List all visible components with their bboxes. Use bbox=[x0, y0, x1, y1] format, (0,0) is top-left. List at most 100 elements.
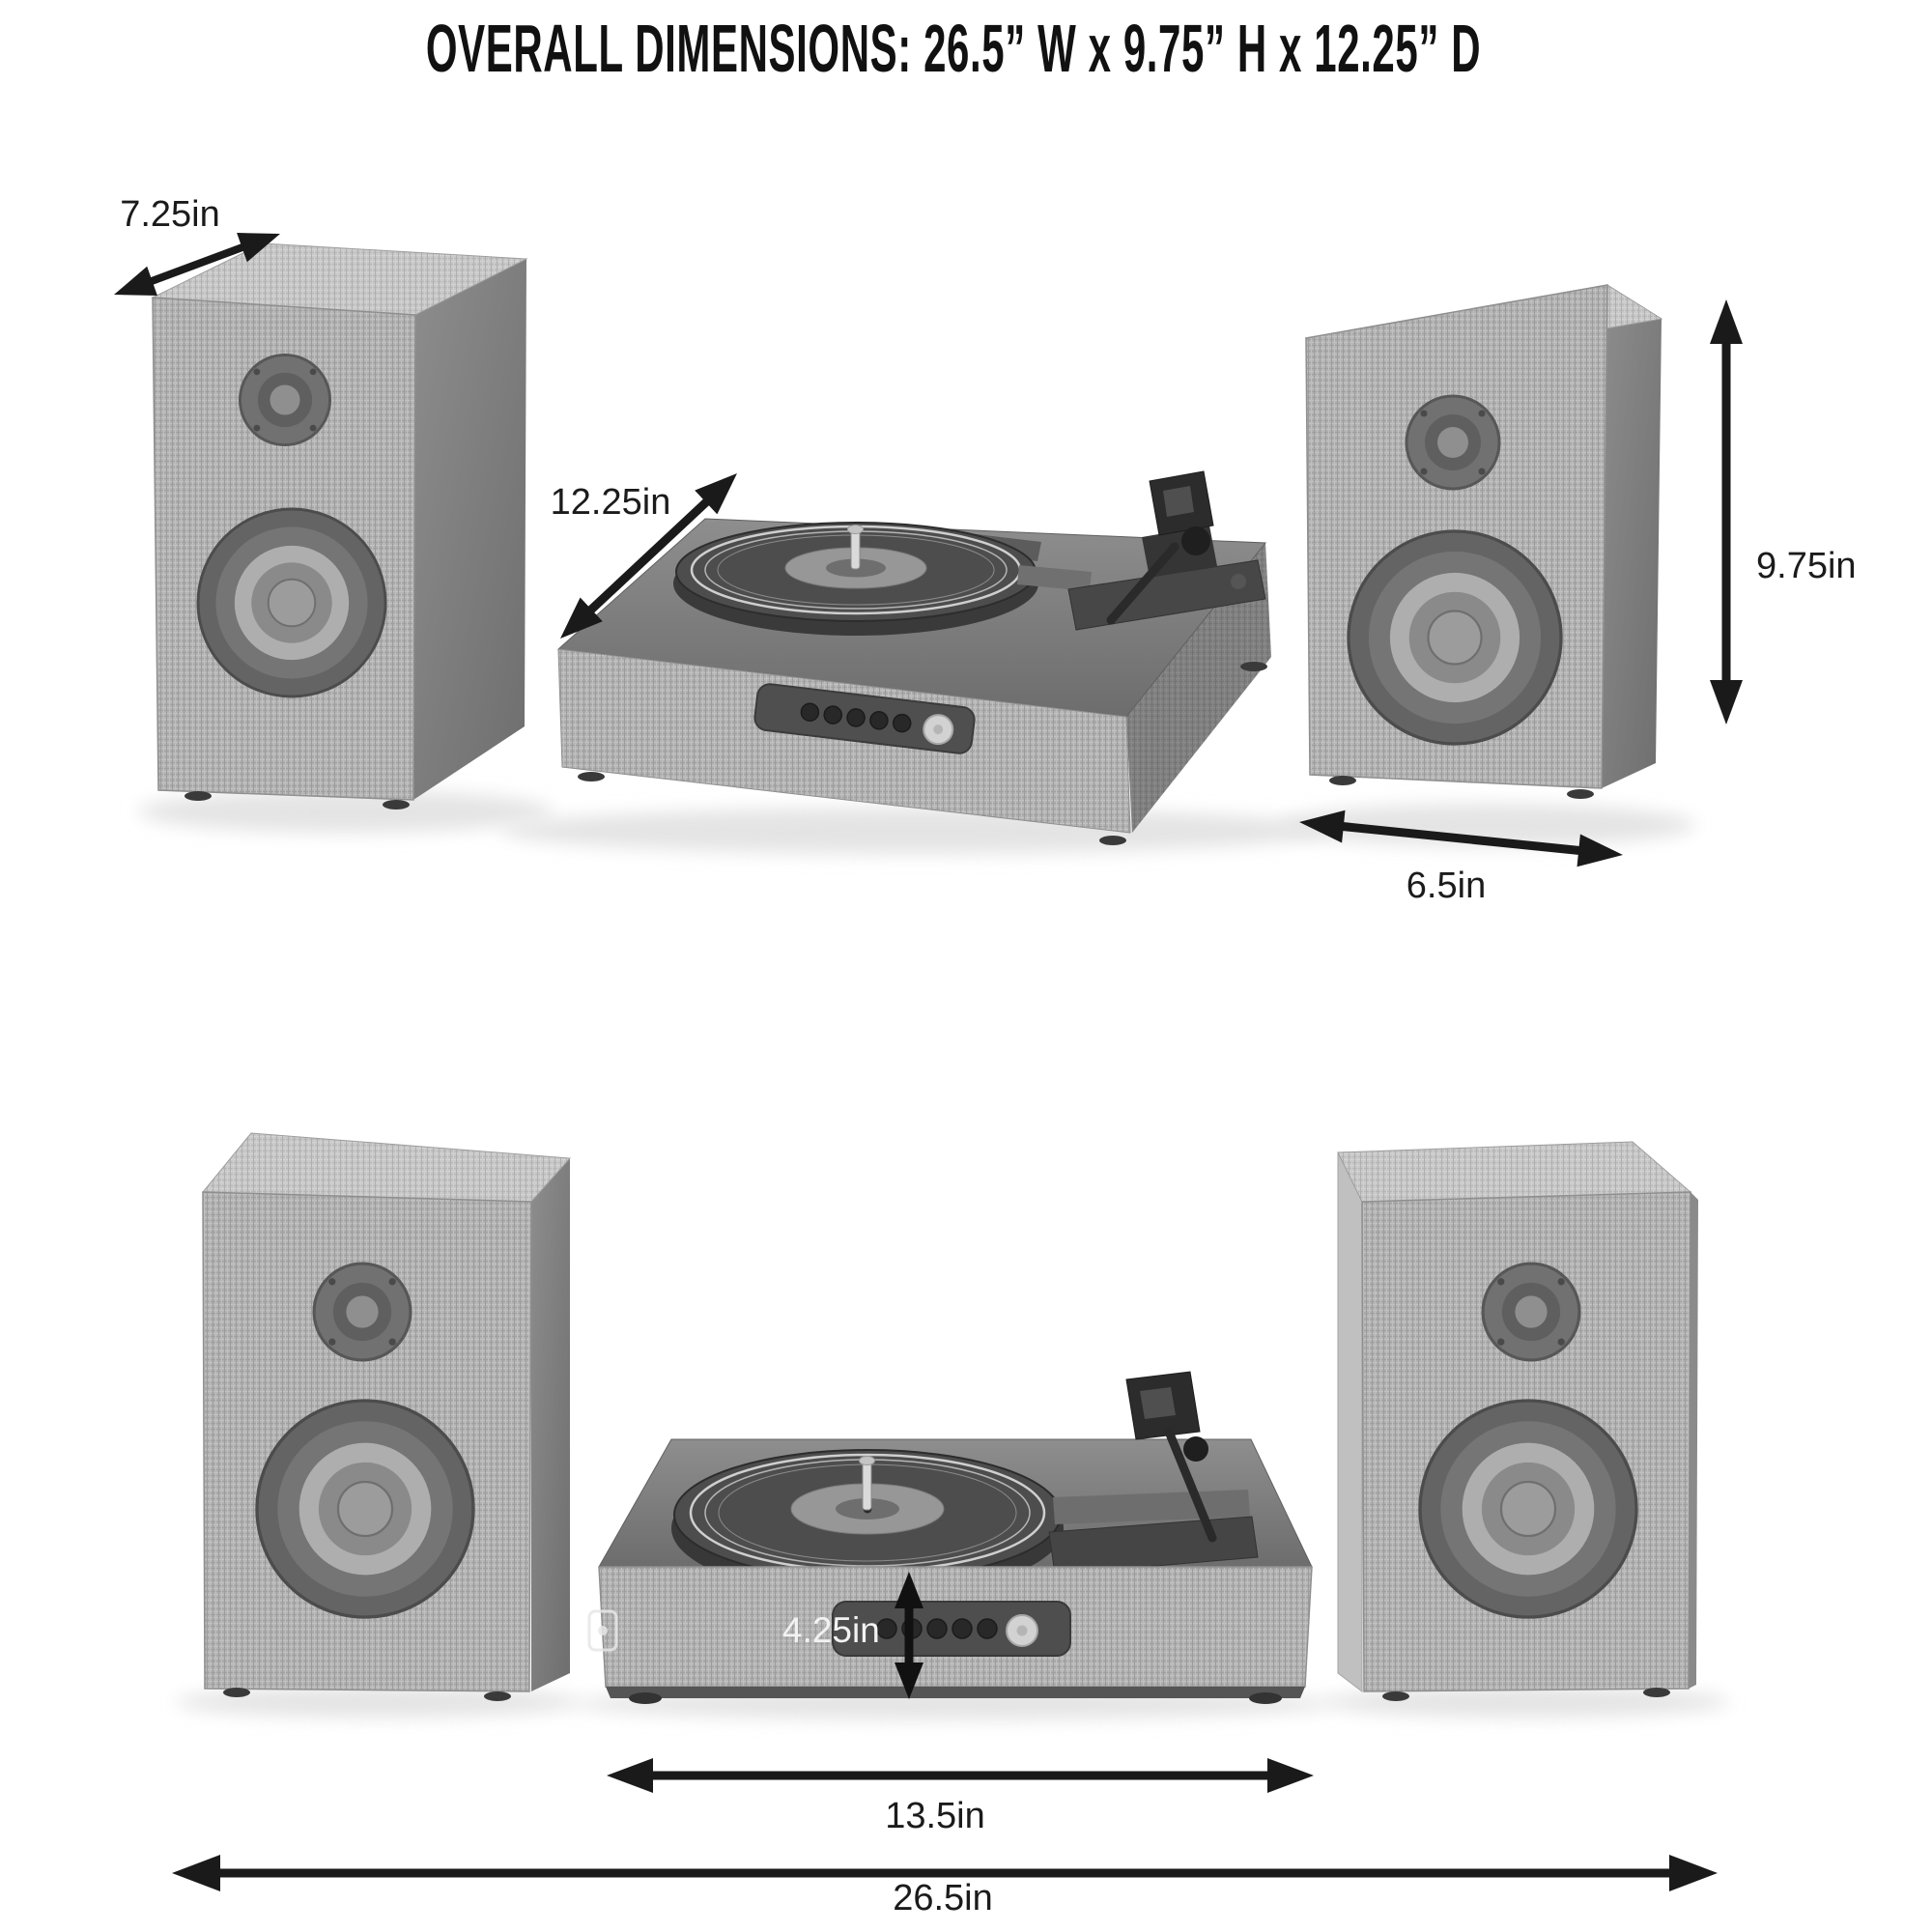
dim-label: 12.25in bbox=[551, 482, 671, 523]
arrow-line bbox=[582, 494, 715, 618]
speaker-side-face bbox=[413, 259, 526, 800]
speaker-foot bbox=[1382, 1691, 1409, 1701]
arrow-head bbox=[172, 1855, 220, 1891]
arrow-head bbox=[560, 597, 603, 639]
dim-label: 7.25in bbox=[120, 194, 220, 235]
tweeter bbox=[238, 353, 332, 447]
dimension-arrow bbox=[114, 233, 280, 296]
dim-turntable-depth: 12.25in bbox=[551, 473, 737, 639]
tweeter bbox=[1405, 394, 1501, 491]
woofer bbox=[255, 1399, 475, 1619]
speaker-foot bbox=[484, 1691, 511, 1701]
console-base-strip bbox=[606, 1687, 1305, 1698]
speaker-foot bbox=[1643, 1688, 1670, 1697]
console-foot bbox=[629, 1692, 662, 1704]
shadow bbox=[1323, 1687, 1729, 1718]
speaker-foot bbox=[185, 791, 212, 801]
speaker-right-front bbox=[1323, 1141, 1729, 1718]
tonearm bbox=[1048, 1371, 1259, 1576]
volume-knob-center bbox=[1016, 1625, 1028, 1636]
speaker-top-face bbox=[1337, 1141, 1692, 1203]
speaker-side-face bbox=[531, 1158, 570, 1691]
speaker-edge-strip bbox=[1689, 1192, 1698, 1689]
shadow bbox=[500, 808, 1331, 854]
turntable-front bbox=[573, 1371, 1336, 1719]
arrow-head bbox=[1299, 810, 1346, 843]
control-button bbox=[823, 705, 842, 724]
woofer bbox=[1347, 529, 1563, 746]
shadow bbox=[138, 790, 554, 833]
control-button bbox=[869, 711, 889, 730]
counterweight bbox=[1181, 526, 1210, 555]
shadow bbox=[1280, 804, 1695, 846]
tonearm-support-bar bbox=[1017, 565, 1092, 591]
logo-badge bbox=[587, 1609, 618, 1652]
control-button bbox=[977, 1618, 998, 1639]
dim-turntable-width: 13.5in bbox=[607, 1758, 1314, 1836]
console-foot bbox=[1249, 1692, 1282, 1704]
control-button bbox=[892, 713, 912, 733]
speaker-foot bbox=[223, 1688, 250, 1697]
control-button bbox=[926, 1618, 948, 1639]
control-button bbox=[800, 702, 820, 723]
dimension-arrow bbox=[607, 1758, 1314, 1793]
tweeter bbox=[312, 1262, 412, 1362]
tonearm bbox=[1017, 470, 1266, 631]
arrow-head bbox=[1710, 680, 1743, 724]
control-panel bbox=[753, 683, 976, 754]
arrow-head bbox=[1577, 834, 1623, 867]
arrow-head bbox=[695, 473, 737, 515]
console-foot bbox=[1240, 662, 1267, 671]
headshell-detail bbox=[1140, 1387, 1176, 1419]
cue-knob bbox=[1231, 574, 1246, 589]
dim-speaker-height: 9.75in bbox=[1710, 299, 1857, 724]
headshell-detail bbox=[1163, 486, 1194, 517]
speaker-side-face bbox=[1602, 285, 1662, 788]
tonearm-tube bbox=[1164, 1427, 1217, 1543]
arrow-head bbox=[895, 1572, 923, 1608]
speaker-top-face bbox=[201, 1132, 572, 1203]
volume-knob-center bbox=[933, 724, 944, 735]
dimension-arrow bbox=[895, 1572, 923, 1699]
arrow-head bbox=[1710, 299, 1743, 344]
spindle bbox=[862, 1461, 872, 1511]
dimension-arrow bbox=[560, 473, 737, 639]
logo-badge-dot bbox=[598, 1626, 608, 1635]
dim-speaker-depth: 7.25in bbox=[114, 194, 280, 296]
tonearm-tube bbox=[1106, 542, 1179, 625]
counterweight bbox=[1183, 1436, 1208, 1462]
dim-overall-width: 26.5in bbox=[172, 1855, 1718, 1918]
front-view: 4.25in 13.5in 26.5in bbox=[172, 1132, 1729, 1918]
control-button bbox=[952, 1618, 973, 1639]
speaker-foot bbox=[383, 800, 410, 810]
speaker-side-face bbox=[1337, 1151, 1363, 1693]
arrow-head bbox=[1267, 1758, 1314, 1793]
turntable-perspective bbox=[500, 470, 1331, 854]
dimension-arrow bbox=[172, 1855, 1718, 1891]
speaker-left-front bbox=[176, 1132, 582, 1718]
arrow-head bbox=[607, 1758, 653, 1793]
dim-label: 13.5in bbox=[885, 1796, 985, 1836]
arrow-head bbox=[895, 1662, 923, 1699]
dim-speaker-width: 6.5in bbox=[1299, 810, 1623, 906]
spindle bbox=[850, 529, 861, 570]
speaker-foot bbox=[1329, 776, 1356, 785]
woofer bbox=[1418, 1399, 1638, 1619]
dim-label: 6.5in bbox=[1406, 866, 1486, 906]
arrow-head bbox=[237, 233, 280, 263]
dimension-arrow bbox=[1710, 299, 1743, 724]
title-group: OVERALL DIMENSIONS: 26.5” W x 9.75” H x … bbox=[426, 12, 1481, 87]
control-button bbox=[876, 1618, 897, 1639]
dim-label: 9.75in bbox=[1756, 546, 1857, 586]
tweeter bbox=[1481, 1262, 1581, 1362]
arrow-head bbox=[114, 266, 157, 296]
console-front-fabric bbox=[557, 648, 1131, 834]
console-side-face bbox=[1126, 543, 1271, 833]
console-foot bbox=[578, 772, 605, 781]
speaker-foot bbox=[1567, 789, 1594, 799]
arrow-head bbox=[1669, 1855, 1718, 1891]
arrow-line bbox=[1338, 821, 1584, 856]
perspective-view: 7.25in 12.25in 9.75in bbox=[114, 194, 1857, 906]
